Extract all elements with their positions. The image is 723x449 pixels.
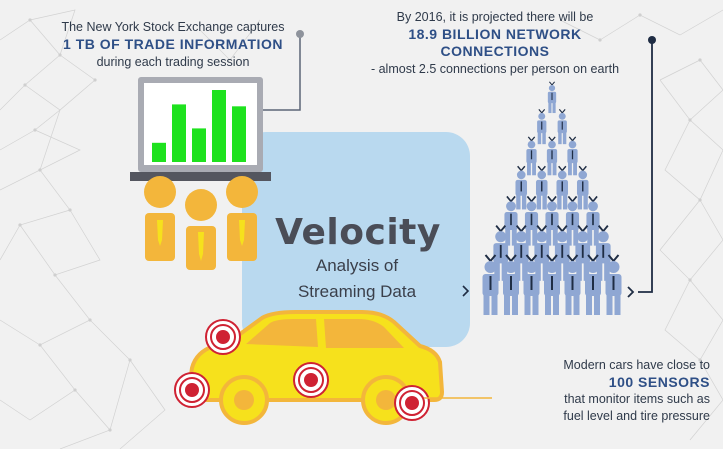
person-figure (586, 195, 600, 246)
person-figure (575, 225, 591, 281)
network-highlight2: CONNECTIONS (440, 43, 550, 59)
car-icon (185, 310, 445, 425)
nyse-line1: The New York Stock Exchange captures (61, 20, 285, 34)
nyse-highlight: 1 TB OF TRADE INFORMATION (63, 36, 283, 52)
person-figure (595, 225, 611, 281)
sensor-icon (174, 372, 210, 408)
monitor-bar (212, 90, 226, 162)
network-mesh-decoration (0, 9, 723, 449)
arrow-into-panel (462, 285, 470, 297)
person-figure (585, 254, 601, 315)
person-figure (524, 195, 539, 246)
network-line4: - almost 2.5 connections per person on e… (370, 62, 620, 76)
network-highlight1: 18.9 BILLION NETWORK (408, 26, 582, 42)
monitor-bar (192, 128, 206, 162)
monitor-bar-chart (152, 90, 246, 162)
network-mesh-nodes (18, 13, 702, 432)
monitor-bar (232, 106, 246, 162)
cars-line1: Modern cars have close to (563, 358, 710, 372)
velocity-title: Velocity (275, 212, 441, 253)
person-figure (503, 254, 519, 315)
person-figure (482, 254, 499, 315)
person-figure (567, 136, 578, 176)
network-line1: By 2016, it is projected there will be (396, 10, 594, 24)
person-figure (556, 165, 569, 210)
connector-network (627, 42, 653, 298)
person-figure (546, 136, 558, 176)
monitor-bar (172, 104, 186, 162)
sensor-icon (293, 362, 329, 398)
cars-highlight: 100 SENSORS (608, 374, 710, 390)
people-pyramid (482, 81, 622, 315)
sensor-icon (205, 319, 241, 355)
person-figure (554, 225, 570, 281)
car-sensors (174, 319, 430, 421)
person-figure (545, 195, 559, 246)
person-figure (557, 108, 567, 145)
person-figure (515, 165, 528, 210)
monitor-bar (152, 142, 166, 162)
person-figure (565, 195, 580, 246)
person-figure (534, 225, 550, 281)
monitor-icon (130, 77, 271, 181)
person-figure (526, 136, 537, 176)
person-figure (544, 254, 560, 315)
cars-line4: fuel level and tire pressure (563, 409, 710, 423)
person-figure (576, 165, 589, 210)
connector-dot-network (648, 36, 656, 44)
connector-nyse (263, 36, 301, 111)
person-figure (564, 254, 581, 315)
person-figure (547, 81, 557, 114)
person-figure (513, 225, 529, 281)
person-figure (535, 165, 548, 210)
cars-line3: that monitor items such as (564, 392, 710, 406)
connector-dot-nyse (296, 30, 304, 38)
nyse-line3: during each trading session (96, 55, 250, 69)
person-figure (605, 254, 622, 315)
person-figure (493, 225, 509, 281)
person-figure (523, 254, 540, 315)
velocity-panel (242, 132, 470, 347)
person-figure (504, 195, 518, 246)
velocity-subtitle-line1: Analysis of (315, 256, 399, 275)
traders-icon (144, 176, 258, 270)
sensor-icon (394, 385, 430, 421)
person-figure (537, 108, 547, 145)
velocity-subtitle-line2: Streaming Data (297, 282, 417, 301)
